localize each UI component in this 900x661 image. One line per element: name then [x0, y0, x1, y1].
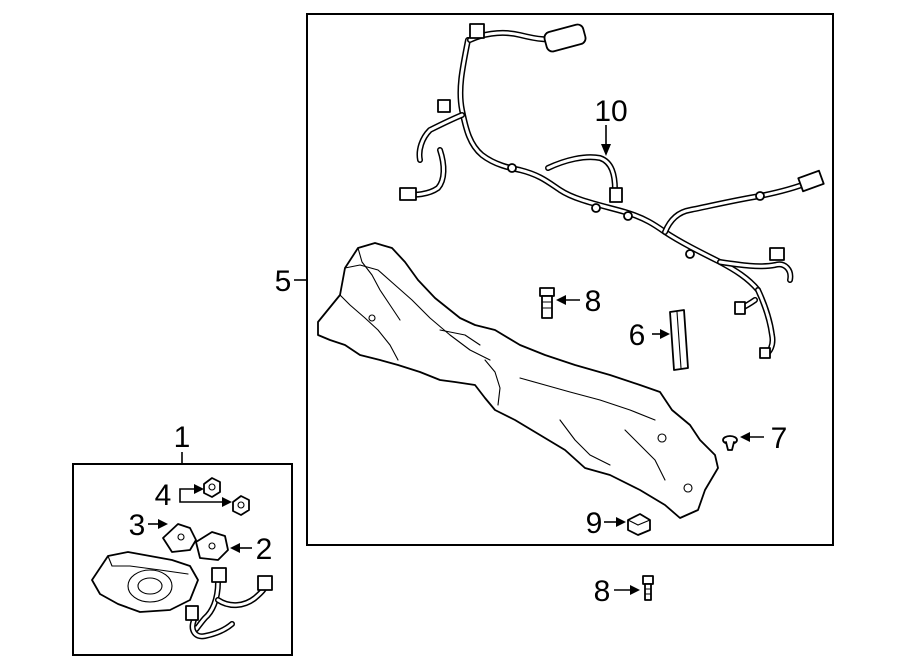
callout-3: 3 — [129, 509, 146, 542]
callout-9: 9 — [586, 507, 603, 540]
nut — [203, 477, 221, 498]
callout-1: 1 — [174, 421, 191, 454]
callout-6-arrow — [660, 329, 670, 339]
callout-6: 6 — [629, 319, 646, 352]
callout-4-leader — [179, 488, 226, 503]
callout-10: 10 — [594, 95, 627, 128]
callout-8b: 8 — [594, 575, 611, 608]
nut — [232, 495, 250, 516]
bolt — [539, 287, 555, 319]
callout-7-arrow — [740, 432, 750, 442]
callout-4: 4 — [155, 479, 172, 512]
bracket — [162, 523, 197, 553]
fog-lamp-assembly — [91, 551, 199, 613]
callout-4-arrow-a — [194, 484, 204, 494]
clip — [627, 513, 651, 536]
bracket — [195, 531, 229, 561]
callout-8a: 8 — [585, 285, 602, 318]
connector — [185, 567, 273, 640]
callout-9-arrow — [616, 517, 626, 527]
callout-7: 7 — [771, 422, 788, 455]
bolt — [642, 575, 654, 601]
push-pin — [722, 435, 738, 451]
callout-8a-arrow — [556, 295, 566, 305]
callout-8b-arrow — [630, 585, 640, 595]
callout-2: 2 — [256, 533, 273, 566]
callout-2-arrow — [230, 543, 240, 553]
splash-shield — [317, 242, 719, 519]
retainer-clip — [669, 309, 689, 371]
callout-5: 5 — [275, 265, 292, 298]
callout-4-arrow-b — [222, 497, 232, 507]
callout-3-arrow — [158, 519, 168, 529]
callout-10-arrow — [601, 144, 611, 156]
wiring-harness — [399, 23, 825, 359]
